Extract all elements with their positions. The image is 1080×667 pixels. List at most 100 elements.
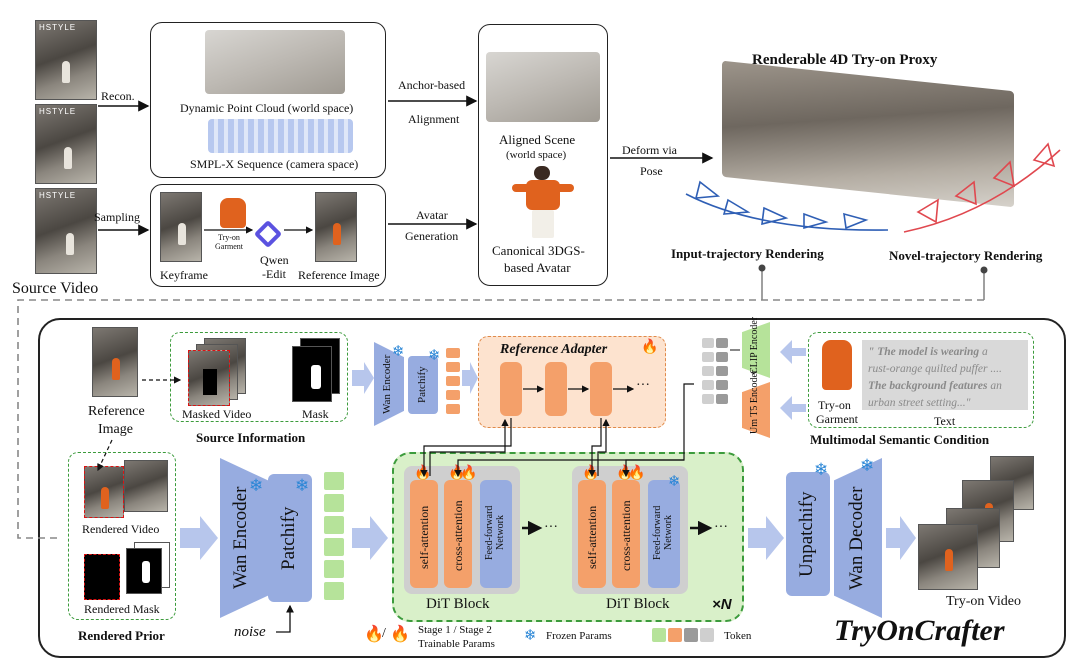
input-traj-dot <box>758 264 766 272</box>
legend-slash: / <box>382 626 386 641</box>
dynamic-point-cloud-image <box>205 30 345 94</box>
token-orange <box>446 390 460 400</box>
fire-outline-icon: 🔥 <box>364 624 384 643</box>
novel-trajectory-curve <box>903 149 1061 233</box>
canonical-avatar-line2: based Avatar <box>504 260 571 275</box>
legend-frozen: Frozen Params <box>546 630 612 642</box>
flow-arrow-text-to-umt5 <box>780 396 806 420</box>
rendered-video-frame-2 <box>124 460 168 512</box>
umt5-encoder <box>742 382 770 438</box>
deform-line1: Deform via <box>622 143 677 157</box>
token-orange <box>446 376 460 386</box>
mask-frame-1 <box>292 346 332 402</box>
snowflake-icon: ❄ <box>668 472 681 490</box>
flow-arrow-prior-to-encoder <box>180 516 218 560</box>
dit-block-label-2: DiT Block <box>606 596 670 612</box>
flow-arrow-tokens-to-adapter <box>462 362 478 394</box>
flow-arrow-text-to-encoders <box>780 340 806 364</box>
masked-video-frame-1 <box>188 350 230 406</box>
source-video-frame-2: HSTYLE <box>35 104 97 184</box>
token-light-gray <box>702 394 714 404</box>
person-figure-orange <box>101 487 109 509</box>
source-video-label: Source Video <box>12 280 99 297</box>
legend-trainable-line1: Stage 1 / Stage 2 <box>418 624 492 636</box>
text-tokens-to-cross-attention-2 <box>622 459 684 478</box>
source-video-overlay-2: HSTYLE <box>39 107 77 116</box>
feed-forward-block-2 <box>648 480 680 588</box>
tryon-garment-line2: Garment <box>816 412 858 426</box>
qwen-edit-line1: Qwen <box>260 253 289 267</box>
legend-token: Token <box>724 630 752 642</box>
input-trajectory-curve <box>685 193 889 231</box>
fire-icon: 🔥 <box>460 465 478 481</box>
wan-encoder-big <box>220 458 268 618</box>
aligned-scene-line1: Aligned Scene <box>499 132 576 147</box>
fire-icon: 🔥 <box>628 465 646 481</box>
unpatchify-block <box>786 472 830 596</box>
avatar-generation-line2: Generation <box>405 229 459 243</box>
token-green <box>324 582 344 600</box>
recon-label: Recon. <box>101 89 135 103</box>
anchor-alignment-line1: Anchor-based <box>398 78 466 92</box>
legend-token-green <box>652 628 666 642</box>
dit-ellipsis-2: ··· <box>714 520 728 535</box>
token-orange <box>446 404 460 414</box>
token-green <box>324 494 344 512</box>
dashed-connector <box>17 299 984 539</box>
token-green <box>324 472 344 490</box>
cross-attention-block-1 <box>444 480 472 588</box>
canonical-avatar-image <box>512 166 574 238</box>
novel-traj-dot <box>980 266 988 274</box>
flow-arrow-tokens-to-dit <box>352 516 388 560</box>
dit-block-label-1: DiT Block <box>426 596 490 612</box>
camera-frustum <box>722 198 751 215</box>
rendered-mask-frame-1 <box>84 554 120 600</box>
token-gray <box>716 380 728 390</box>
cross-attention-block-2 <box>612 480 640 588</box>
source-information-label: Source Information <box>196 430 306 445</box>
token-light-gray <box>702 366 714 376</box>
rendered-prior-box <box>68 452 176 620</box>
legend-token-light-gray <box>700 628 714 642</box>
dit1-to-adapter <box>429 418 509 476</box>
noise-label: noise <box>234 624 266 640</box>
keyframe-image <box>160 192 202 262</box>
canonical-avatar-line1: Canonical 3DGS- <box>492 243 585 258</box>
wan-decoder <box>834 458 882 618</box>
snowflake-icon: ❄ <box>295 476 310 496</box>
flow-arrow-source-to-encoder <box>352 362 374 394</box>
deform-line2: Pose <box>640 164 663 178</box>
person-figure <box>66 233 74 255</box>
self-attention-block-1 <box>410 480 438 588</box>
reference-adapter-label: Reference Adapter <box>500 342 608 357</box>
anchor-alignment-line2: Alignment <box>408 112 460 126</box>
token-green <box>324 538 344 556</box>
fire-icon: 🔥 <box>390 624 410 643</box>
rendered-mask-frame-2 <box>126 548 162 594</box>
source-video-frame-1: HSTYLE <box>35 20 97 100</box>
rendered-mask-label: Rendered Mask <box>84 602 160 616</box>
text-tokens-to-cross-attention <box>454 383 694 478</box>
times-n-label: ×N <box>712 596 732 613</box>
snowflake-icon: ❄ <box>392 342 405 360</box>
tryon-video-label: Try-on Video <box>946 594 1022 609</box>
reference-image-top <box>315 192 357 262</box>
rendered-prior-label: Rendered Prior <box>78 628 165 643</box>
tryon-garment-line1: Try-on <box>818 398 851 412</box>
mask-label: Mask <box>302 407 329 421</box>
person-figure-orange <box>112 358 120 380</box>
clip-encoder <box>742 322 770 378</box>
adapter-to-dit2-self <box>588 418 602 478</box>
multimodal-condition-box <box>808 332 1034 428</box>
adapter-to-dit1-self <box>420 418 512 478</box>
flow-arrow-dit-to-unpatchify <box>748 516 784 560</box>
person-figure-orange <box>945 549 953 571</box>
tryoncrafter-title: TryOnCrafter <box>834 614 1005 647</box>
token-gray <box>716 352 728 362</box>
source-video-overlay-3: HSTYLE <box>39 191 77 200</box>
snowflake-icon: ❄ <box>814 460 829 480</box>
legend-token-gray <box>684 628 698 642</box>
avatar-generation-line1: Avatar <box>416 208 448 222</box>
rendered-video-label: Rendered Video <box>82 522 160 536</box>
reference-image-bottom <box>92 327 138 397</box>
